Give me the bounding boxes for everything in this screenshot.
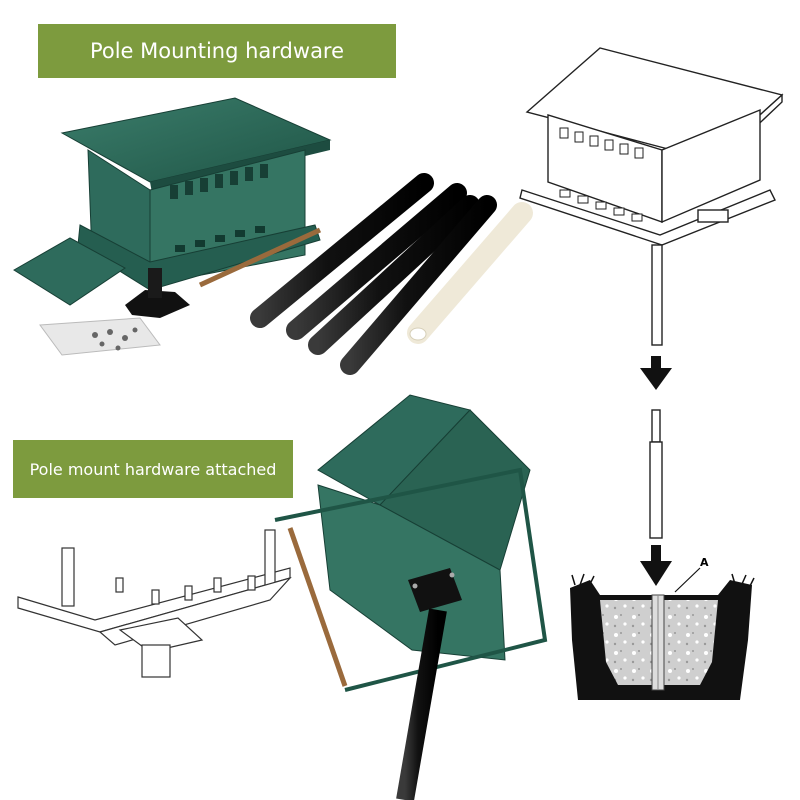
feeder-photo-parts xyxy=(13,97,332,356)
pole-sections xyxy=(250,173,533,375)
pole-mount-attached-banner: Pole mount hardware attached xyxy=(13,440,293,498)
pole-mounting-hardware-banner: Pole Mounting hardware xyxy=(38,24,396,78)
down-arrow-icon xyxy=(640,356,672,390)
ground-cross-section: A xyxy=(570,556,755,700)
callout-label-a: A xyxy=(700,556,709,569)
pole-section-drawing xyxy=(649,409,663,539)
banner-subtitle: Pole mount hardware attached xyxy=(29,459,277,479)
feeder-line-drawing xyxy=(519,47,784,346)
banner-title: Pole Mounting hardware xyxy=(89,39,345,63)
mount-hardware-drawing xyxy=(17,529,292,678)
down-arrow-icon xyxy=(640,545,672,586)
feeder-attached-photo xyxy=(274,394,548,800)
